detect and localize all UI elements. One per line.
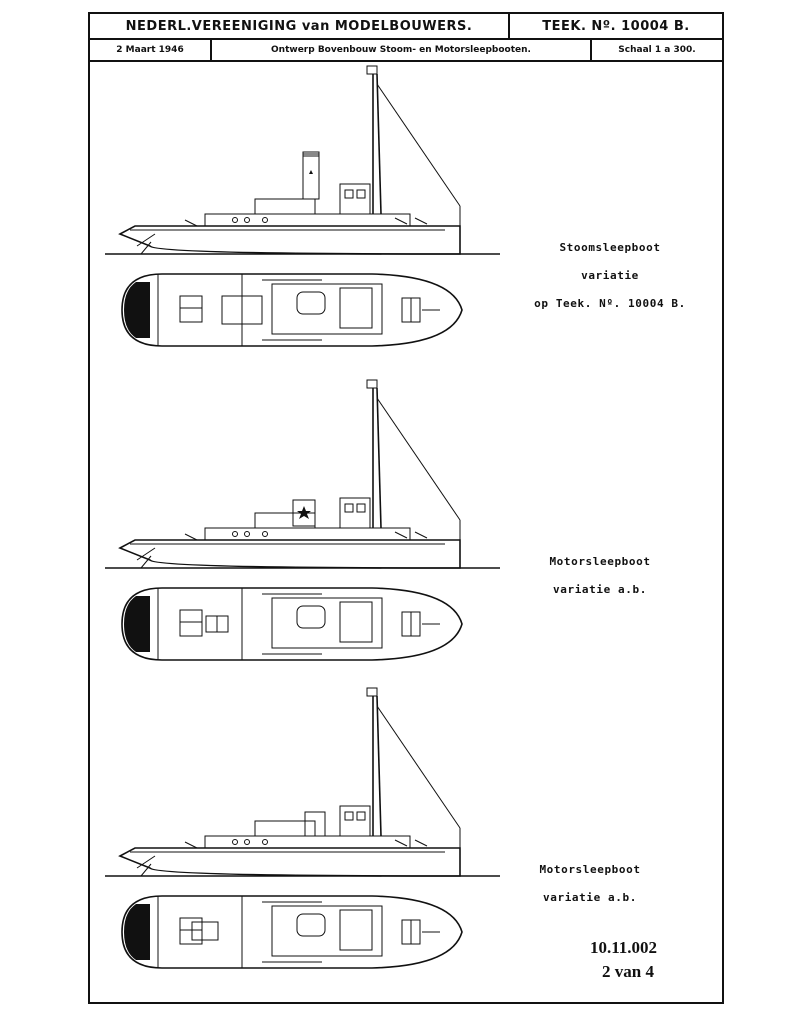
variant-1-caption: Stoomsleepboot variatie op Teek. Nº. 100… — [500, 234, 720, 318]
variant-1-reference: op Teek. Nº. 10004 B. — [534, 297, 686, 310]
drawing-number: TEEK. Nº. 10004 B. — [542, 18, 690, 34]
variant-1-type: Stoomsleepboot — [559, 241, 661, 254]
variant-2-side-view — [104, 379, 501, 569]
variant-1-deck-plan — [121, 273, 463, 347]
variant-1-variation: variatie — [581, 269, 639, 282]
catalog-number: 10.11.002 — [590, 938, 658, 957]
variant-3-side-view — [104, 687, 501, 877]
drawing-description: Ontwerp Bovenbouw Stoom- en Motorsleepbo… — [212, 40, 592, 60]
variant-3-deck-plan — [121, 895, 463, 969]
variant-2-variation: variatie a.b. — [553, 583, 647, 596]
variant-2-deck-plan — [121, 587, 463, 661]
page-indicator: 2 van 4 — [602, 962, 654, 981]
society-name: NEDERL.VEREENIGING van MODELBOUWERS. — [90, 14, 510, 38]
variant-3-type: Motorsleepboot — [539, 863, 641, 876]
info-row: 2 Maart 1946 Ontwerp Bovenbouw Stoom- en… — [90, 40, 722, 62]
drawing-scale: Schaal 1 a 300. — [618, 45, 696, 55]
variant-3-caption: Motorsleepboot variatie a.b. — [480, 856, 700, 912]
title-block: NEDERL.VEREENIGING van MODELBOUWERS. TEE… — [90, 14, 722, 62]
drawing-date: 2 Maart 1946 — [90, 40, 212, 60]
variant-3-variation: variatie a.b. — [543, 891, 637, 904]
variant-2-caption: Motorsleepboot variatie a.b. — [490, 548, 710, 604]
title-row: NEDERL.VEREENIGING van MODELBOUWERS. TEE… — [90, 14, 722, 40]
variant-2-type: Motorsleepboot — [549, 555, 651, 568]
variant-1-side-view — [104, 65, 501, 255]
drawing-sheet: NEDERL.VEREENIGING van MODELBOUWERS. TEE… — [88, 12, 724, 1004]
